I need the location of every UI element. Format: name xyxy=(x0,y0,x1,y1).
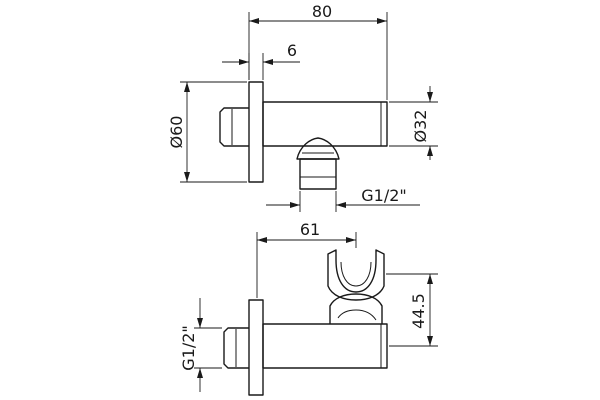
dim-body-diameter: Ø32 xyxy=(389,86,438,160)
side-holder-clip xyxy=(327,249,385,301)
side-flange xyxy=(248,299,264,396)
dim-flange-diameter: Ø60 xyxy=(167,81,247,183)
side-view xyxy=(223,249,388,396)
top-inlet-stub xyxy=(219,107,249,147)
side-holder-neck xyxy=(329,293,383,324)
dim-overall-length: 80 xyxy=(248,2,388,100)
label-holder-height: 44.5 xyxy=(409,293,428,329)
label-body-diameter: Ø32 xyxy=(411,110,430,143)
side-body xyxy=(262,323,388,369)
top-view xyxy=(219,81,388,190)
label-inlet-thread: G1/2" xyxy=(179,325,198,371)
top-flange xyxy=(248,81,264,183)
top-body xyxy=(262,101,388,147)
dim-inlet-thread: G1/2" xyxy=(179,298,222,392)
label-overall-length: 80 xyxy=(312,2,332,21)
top-outlet-dome xyxy=(296,137,340,160)
dim-holder-height: 44.5 xyxy=(386,273,438,347)
dim-outlet-thread: G1/2" xyxy=(266,186,420,212)
label-flange-diameter: Ø60 xyxy=(167,116,186,149)
label-outlet-thread: G1/2" xyxy=(361,186,407,205)
top-outlet-stub xyxy=(299,158,337,190)
side-inlet-stub xyxy=(223,327,249,369)
label-flange-thickness: 6 xyxy=(287,41,297,60)
dim-holder-offset: 61 xyxy=(256,220,357,298)
dim-flange-thickness: 6 xyxy=(222,41,300,80)
label-holder-offset: 61 xyxy=(300,220,320,239)
